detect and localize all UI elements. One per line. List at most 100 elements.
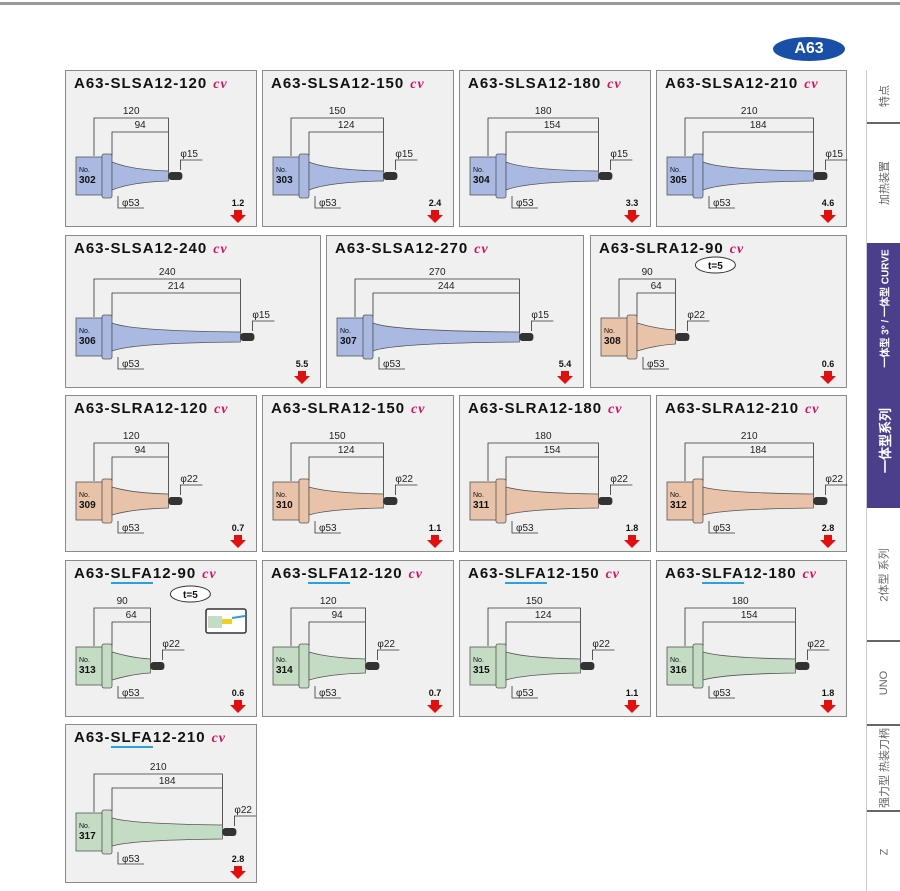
weight-value: 0.7 xyxy=(429,688,442,698)
sidebar-item-z[interactable]: Z xyxy=(877,848,890,855)
sidebar-item-features[interactable]: 特点 xyxy=(879,85,891,107)
dimension-line xyxy=(505,621,581,646)
dimension-line xyxy=(93,773,223,828)
tip-diameter: φ15 xyxy=(610,149,628,160)
tapered-body xyxy=(505,486,599,516)
item-number: 314 xyxy=(276,665,293,676)
sidebar-item-heavy-duty[interactable]: 强力型 热装刀柄 xyxy=(879,727,891,809)
item-number: 309 xyxy=(79,500,96,511)
dimension-line xyxy=(610,159,633,170)
weight-value: 2.8 xyxy=(822,523,835,533)
overall-length: 180 xyxy=(535,106,552,117)
flange-collar xyxy=(101,314,113,360)
flange-diameter: φ53 xyxy=(122,688,140,699)
tip-diameter: φ15 xyxy=(825,149,843,160)
no-label: No. xyxy=(276,167,287,174)
item-number: 312 xyxy=(670,500,687,511)
item-number: 302 xyxy=(79,175,96,186)
flange xyxy=(666,481,696,521)
tip-diameter: φ22 xyxy=(807,639,825,650)
model-part: 12-120 xyxy=(154,75,208,92)
model-part: A63- xyxy=(271,400,308,417)
weight-arrow-icon xyxy=(820,371,836,384)
tip-diameter: φ22 xyxy=(395,474,413,485)
shank xyxy=(240,333,255,341)
model-part: A63- xyxy=(665,400,702,417)
flange-collar xyxy=(298,643,310,689)
sidebar-item-heating[interactable]: 加热装置 xyxy=(879,161,891,205)
weight-arrow-icon xyxy=(230,210,246,223)
shank xyxy=(168,172,183,180)
weight-arrow-icon xyxy=(820,535,836,548)
no-label: No. xyxy=(79,823,90,830)
tip-diameter: φ22 xyxy=(592,639,610,650)
top-rule xyxy=(0,2,900,5)
tip-diameter: φ22 xyxy=(162,639,180,650)
gauge-length: 184 xyxy=(159,776,176,787)
tapered-body xyxy=(702,486,814,516)
cv-logo: cv xyxy=(410,77,425,92)
flange-collar xyxy=(101,643,113,689)
flange xyxy=(272,646,302,686)
flange-collar xyxy=(692,153,704,199)
flange-collar xyxy=(495,153,507,199)
tapered-body xyxy=(111,161,169,191)
gauge-length: 124 xyxy=(338,120,355,131)
tapered-body xyxy=(702,161,814,191)
sidebar-item-uno[interactable]: UNO xyxy=(877,670,890,696)
flange xyxy=(469,481,499,521)
flange-diameter: φ53 xyxy=(516,688,534,699)
overall-length: 270 xyxy=(429,267,446,278)
sidebar-item-integral[interactable]: 一体型 3° / 一体型 CURVE 一体型系列 xyxy=(867,243,900,508)
model-part: A63- xyxy=(74,565,111,582)
tapered-body xyxy=(111,322,241,352)
cv-logo: cv xyxy=(804,77,819,92)
dimension-line xyxy=(377,649,400,660)
item-number: 308 xyxy=(604,336,621,347)
cv-logo: cv xyxy=(202,567,217,582)
weight-value: 1.1 xyxy=(626,688,639,698)
shank xyxy=(168,497,183,505)
tip-diameter: φ15 xyxy=(531,310,549,321)
overall-length: 180 xyxy=(535,431,552,442)
tapered-body xyxy=(372,322,520,352)
weight-arrow-icon xyxy=(820,210,836,223)
flange-collar xyxy=(495,643,507,689)
model-part: SLRA xyxy=(504,400,550,417)
weight-value: 2.4 xyxy=(429,198,442,208)
cv-logo: cv xyxy=(729,242,745,257)
dimension-line xyxy=(708,196,735,209)
dimension-line xyxy=(372,292,520,317)
item-number: 304 xyxy=(473,175,490,186)
tip-diameter: φ22 xyxy=(234,805,252,816)
model-part: A63- xyxy=(665,565,702,582)
cv-logo: cv xyxy=(474,242,489,257)
dimension-line xyxy=(180,484,203,495)
dimension-line xyxy=(308,621,366,646)
tip-diameter: φ22 xyxy=(825,474,843,485)
overall-length: 150 xyxy=(329,431,346,442)
model-part: SLRA xyxy=(635,240,681,257)
sidebar-item-two-piece[interactable]: 2体型 系列 xyxy=(879,548,891,602)
model-part: SLSA xyxy=(504,75,549,92)
